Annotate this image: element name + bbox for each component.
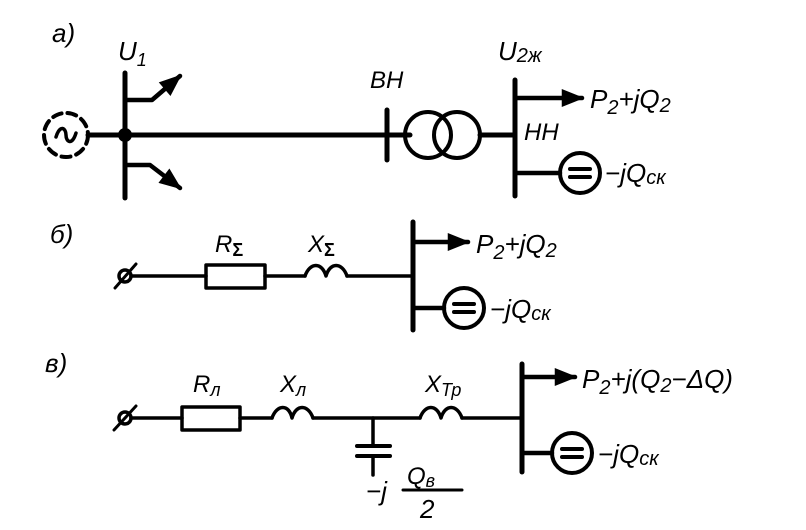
synchronous-compensator-c-icon — [550, 431, 594, 475]
feeder-down-arrow-icon — [124, 162, 183, 191]
panel-b: б) RΣ XΣ P2+jQ2 −jQск — [50, 219, 557, 333]
panel-c: в) Rл Xл −j Qв 2 XТр P2+j(Q2−ΔQ) — [45, 348, 733, 524]
reactor-icon — [303, 263, 349, 278]
feeder-up-arrow-icon — [124, 73, 183, 103]
svg-text:−j: −j — [366, 476, 388, 506]
svg-text:2: 2 — [419, 494, 435, 524]
bus-2-voltage-label: U2ж — [498, 36, 543, 67]
panel-c-label: в) — [45, 348, 67, 378]
load-power-label: P2+jQ2 — [590, 84, 671, 119]
transformer-reactor-label: XТр — [424, 371, 461, 400]
panel-a-label: а) — [52, 18, 75, 48]
synchronous-compensator-icon — [558, 151, 602, 195]
resistor-label: RΣ — [215, 231, 243, 260]
svg-text:Qв: Qв — [407, 463, 435, 491]
generator-icon — [42, 111, 90, 159]
compensator-label-c: −jQск — [598, 439, 660, 470]
transformer-icon — [403, 110, 482, 160]
compensator-label-b: −jQск — [490, 294, 552, 325]
line-resistor-label: Rл — [193, 371, 221, 400]
bus-1-voltage-label: U1 — [118, 36, 147, 70]
hv-label: ВН — [370, 67, 404, 94]
lv-label: НН — [524, 119, 559, 146]
load-power-label-c: P2+j(Q2−ΔQ) — [582, 364, 733, 399]
transformer-reactor-icon — [418, 405, 464, 420]
line-reactor-label: Xл — [279, 371, 306, 400]
shunt-admittance-label: −j Qв 2 — [366, 463, 464, 524]
compensator-label: −jQск — [605, 158, 667, 189]
load-power-label-b: P2+jQ2 — [476, 229, 557, 264]
panel-a: а) U1 ВН U2ж НН P2+jQ2 — [42, 18, 671, 201]
panel-b-label: б) — [50, 219, 73, 249]
reactor-label: XΣ — [307, 231, 335, 260]
line-reactor-icon — [270, 405, 315, 420]
synchronous-compensator-b-icon — [442, 286, 486, 330]
resistor-icon — [204, 263, 267, 290]
line-resistor-icon — [180, 405, 242, 432]
